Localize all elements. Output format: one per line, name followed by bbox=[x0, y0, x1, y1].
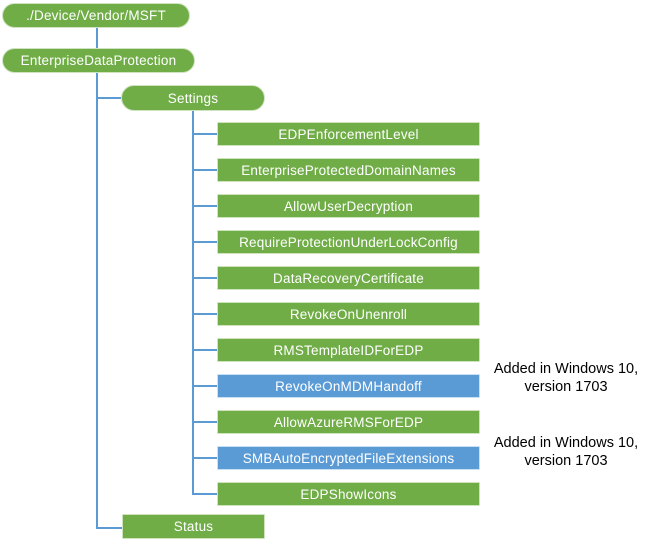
annotation-line: version 1703 bbox=[524, 379, 608, 395]
connector-branch-child bbox=[192, 349, 218, 351]
node-revokeonmdmhandoff: RevokeOnMDMHandoff bbox=[217, 374, 480, 398]
annotation-windows-version-1: Added in Windows 10, version 1703 bbox=[483, 360, 649, 396]
connector-branch-child bbox=[192, 241, 218, 243]
connector-branch-child bbox=[192, 313, 218, 315]
connector-branch-child bbox=[192, 169, 218, 171]
node-rmstemplateidforedp: RMSTemplateIDForEDP bbox=[217, 338, 480, 362]
annotation-line: Added in Windows 10, bbox=[493, 361, 639, 377]
node-root: ./Device/Vendor/MSFT bbox=[2, 3, 190, 28]
node-settings: Settings bbox=[121, 85, 265, 111]
connector-branch-child bbox=[192, 421, 218, 423]
connector-branch-child bbox=[192, 277, 218, 279]
connector-branch-child bbox=[192, 133, 218, 135]
annotation-line: version 1703 bbox=[524, 453, 608, 469]
connector-branch-child bbox=[192, 457, 218, 459]
node-requireprotectionunderlockconfig: RequireProtectionUnderLockConfig bbox=[217, 230, 480, 254]
node-smbautoencryptedfileextensions: SMBAutoEncryptedFileExtensions bbox=[217, 446, 480, 470]
annotation-line: Added in Windows 10, bbox=[493, 435, 639, 451]
node-edpenforcementlevel: EDPEnforcementLevel bbox=[217, 122, 480, 146]
connector-parent-trunk bbox=[96, 72, 98, 529]
connector-branch-status bbox=[96, 527, 123, 529]
node-datarecoverycertificate: DataRecoveryCertificate bbox=[217, 266, 480, 290]
connector-branch-settings bbox=[96, 97, 122, 99]
node-enterprisedataprotection: EnterpriseDataProtection bbox=[2, 48, 195, 73]
connector-branch-child bbox=[192, 493, 218, 495]
node-allowazurermsforedp: AllowAzureRMSForEDP bbox=[217, 410, 480, 434]
connector-settings-trunk bbox=[192, 110, 194, 495]
node-edpshowicons: EDPShowIcons bbox=[217, 482, 480, 506]
connector-branch-child bbox=[192, 205, 218, 207]
node-allowuserdecryption: AllowUserDecryption bbox=[217, 194, 480, 218]
node-enterpriseprotecteddomainnames: EnterpriseProtectedDomainNames bbox=[217, 158, 480, 182]
connector-branch-child bbox=[192, 385, 218, 387]
node-status: Status bbox=[122, 514, 265, 539]
connector-root-to-parent bbox=[96, 28, 98, 49]
node-revokeonunenroll: RevokeOnUnenroll bbox=[217, 302, 480, 326]
annotation-windows-version-2: Added in Windows 10, version 1703 bbox=[483, 434, 649, 470]
